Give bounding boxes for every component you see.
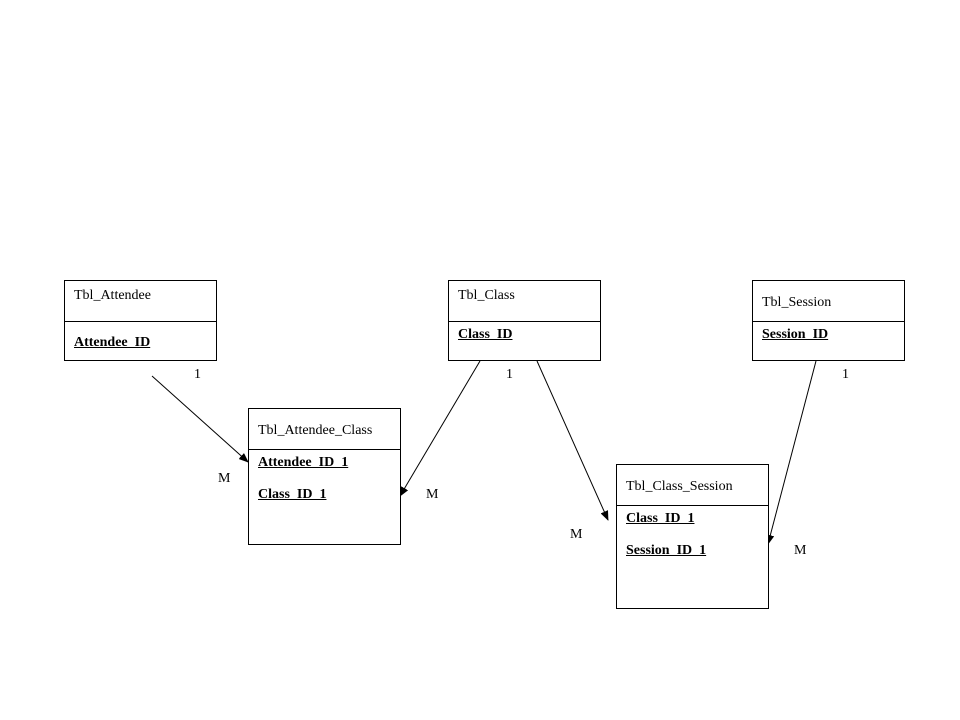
edge-class-to-attendee-class	[399, 360, 481, 497]
field-session-id: Session_ID	[762, 327, 829, 342]
cardinality-attendee-one: 1	[194, 367, 201, 382]
cardinality-class-one: 1	[506, 367, 513, 382]
cardinality-session-one: 1	[842, 367, 849, 382]
entity-session-header: Tbl_Session	[753, 281, 904, 322]
field-class-id: Class_ID	[458, 327, 513, 342]
entity-attendee-class-title: Tbl_Attendee_Class	[258, 423, 373, 438]
entity-class-title: Tbl_Class	[458, 288, 515, 303]
field-session-id-1: Session_ID_1	[626, 543, 707, 558]
cardinality-class-session-many-right: M	[794, 543, 807, 558]
cardinality-attendee-class-many-left: M	[218, 471, 231, 486]
entity-attendee-title: Tbl_Attendee	[74, 288, 151, 303]
entity-attendee-header: Tbl_Attendee	[65, 281, 216, 322]
field-class-id-1: Class_ID_1	[626, 511, 695, 526]
edge-session-to-class-session	[766, 360, 817, 545]
field-class-id-1: Class_ID_1	[258, 487, 327, 502]
cardinality-class-session-many-left: M	[570, 527, 583, 542]
entity-class-session-header: Tbl_Class_Session	[617, 465, 768, 506]
entity-class[interactable]: Tbl_Class Class_ID	[448, 280, 601, 361]
entity-class-session[interactable]: Tbl_Class_Session Class_ID_1 Session_ID_…	[616, 464, 769, 609]
entity-session[interactable]: Tbl_Session Session_ID	[752, 280, 905, 361]
entity-attendee-class-header: Tbl_Attendee_Class	[249, 409, 400, 450]
entity-attendee[interactable]: Tbl_Attendee Attendee_ID	[64, 280, 217, 361]
entity-session-title: Tbl_Session	[762, 295, 832, 310]
field-attendee-id: Attendee_ID	[74, 335, 151, 350]
entity-class-session-title: Tbl_Class_Session	[626, 479, 733, 494]
entity-attendee-class[interactable]: Tbl_Attendee_Class Attendee_ID_1 Class_I…	[248, 408, 401, 545]
cardinality-attendee-class-many-right: M	[426, 487, 439, 502]
field-attendee-id-1: Attendee_ID_1	[258, 455, 349, 470]
entity-class-header: Tbl_Class	[449, 281, 600, 322]
edge-attendee-to-attendee-class	[151, 375, 249, 463]
edge-class-to-class-session	[536, 360, 609, 521]
